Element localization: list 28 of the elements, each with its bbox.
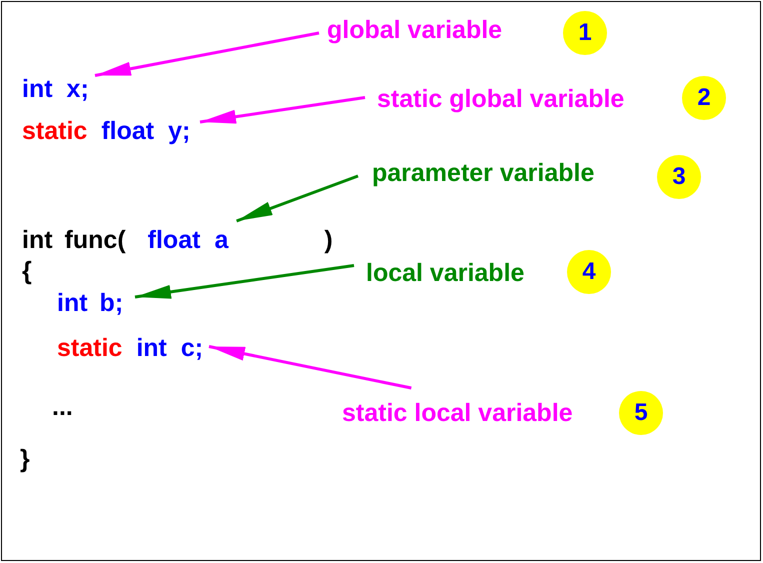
code-token: int bbox=[22, 225, 53, 255]
code-token: c; bbox=[180, 333, 204, 363]
arrow bbox=[200, 96, 366, 124]
arrow bbox=[134, 264, 354, 299]
code-token: func( bbox=[64, 225, 126, 255]
callout-text: global variable bbox=[327, 15, 502, 45]
code-token: y; bbox=[168, 116, 190, 146]
callout-text: static local variable bbox=[342, 398, 573, 428]
code-token: float bbox=[101, 116, 154, 146]
arrow bbox=[94, 32, 320, 77]
code-token: a bbox=[214, 225, 228, 255]
code-token: int bbox=[57, 288, 88, 318]
code-token: int bbox=[136, 333, 167, 363]
code-token: static bbox=[57, 333, 122, 363]
code-token: int bbox=[22, 74, 53, 104]
code-token: } bbox=[20, 444, 30, 474]
callout-text: parameter variable bbox=[372, 158, 594, 188]
code-token: static bbox=[22, 116, 88, 146]
code-token: b; bbox=[100, 288, 124, 318]
arrow bbox=[208, 345, 412, 390]
code-token: ... bbox=[52, 392, 73, 422]
callout-text: local variable bbox=[366, 258, 524, 288]
code-token: float bbox=[148, 225, 200, 255]
code-token: ) bbox=[324, 225, 333, 255]
callout-text: static global variable bbox=[377, 84, 624, 114]
code-token: { bbox=[22, 256, 32, 286]
arrow bbox=[236, 174, 359, 222]
code-token: x; bbox=[66, 74, 89, 104]
